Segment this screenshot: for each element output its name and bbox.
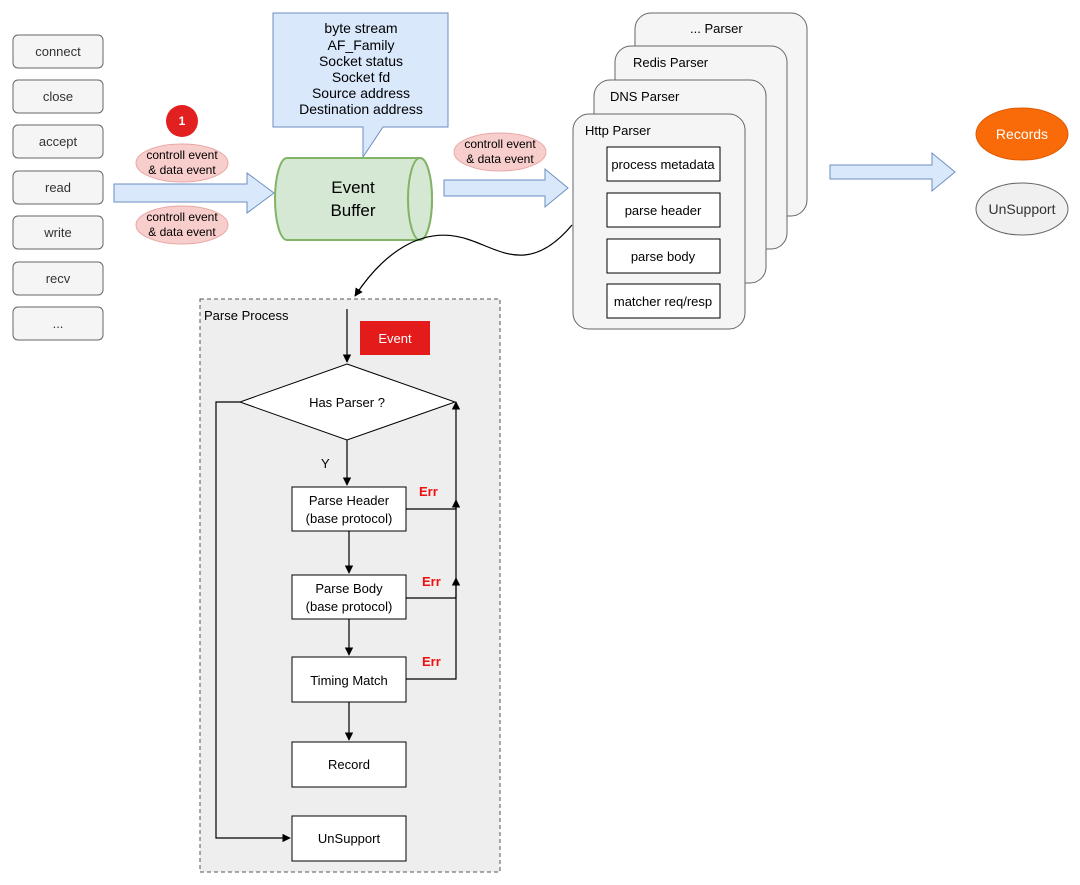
err-label-timing: Err (422, 654, 441, 669)
svg-text:matcher req/resp: matcher req/resp (614, 294, 712, 309)
svg-text:& data event: & data event (148, 225, 216, 239)
step-timing-match-label: Timing Match (310, 673, 388, 688)
step-parse-header-sublabel: (base protocol) (306, 511, 393, 526)
event-label-top: controll event & data event (135, 143, 229, 183)
output-unsupport-label: UnSupport (989, 201, 1056, 217)
svg-text:& data event: & data event (148, 163, 216, 177)
err-label-header: Err (419, 484, 438, 499)
event-badge: Event (360, 321, 430, 355)
svg-text:parse body: parse body (631, 249, 696, 264)
syscall-connect[interactable]: connect (12, 34, 104, 69)
connector-parsers-to-process (354, 224, 573, 297)
flow-err-body (406, 499, 461, 599)
svg-text:AF_Family: AF_Family (328, 37, 395, 53)
svg-text:Destination address: Destination address (299, 101, 423, 117)
err-label-body: Err (422, 574, 441, 589)
svg-text:Socket status: Socket status (319, 53, 403, 69)
parser-title-more: ... Parser (690, 21, 743, 36)
step-record-label: Record (328, 757, 370, 772)
step-parse-body-sublabel: (base protocol) (306, 599, 393, 614)
syscall-accept[interactable]: accept (12, 124, 104, 159)
parser-title-redis: Redis Parser (633, 55, 709, 70)
yes-label: Y (321, 456, 330, 471)
svg-text:1: 1 (179, 114, 186, 128)
arrow-parsers-to-outputs (829, 151, 956, 193)
step-unsupport-label: UnSupport (318, 831, 381, 846)
syscall-write[interactable]: write (12, 215, 104, 250)
decision-label: Has Parser ? (309, 395, 385, 410)
flow-err-timing (406, 577, 461, 680)
syscall-connect-label: connect (35, 44, 81, 59)
marker-1: 1 (166, 105, 198, 137)
parse-process-panel: Parse Process Event Has Parser ? Y Parse… (199, 298, 501, 873)
syscall-close-label: close (43, 89, 73, 104)
syscall-recv-label: recv (46, 271, 71, 286)
step-parse-header-label: Parse Header (309, 493, 390, 508)
syscall-read[interactable]: read (12, 170, 104, 205)
svg-text:Source address: Source address (312, 85, 410, 101)
event-label-bottom: controll event & data event (135, 205, 229, 245)
event-buffer-label-line1: Event (331, 178, 375, 197)
arrow-buffer-to-parsers (443, 167, 569, 209)
svg-text:parse header: parse header (625, 203, 702, 218)
svg-text:process metadata: process metadata (611, 157, 715, 172)
parser-stack: ... Parser Redis Parser DNS Parser Http … (572, 12, 808, 330)
syscall-recv[interactable]: recv (12, 261, 104, 296)
flow-err-header (406, 401, 461, 510)
step-parse-body[interactable]: Parse Body (base protocol) (291, 574, 407, 620)
flow-no-parser-to-unsupport (215, 401, 291, 843)
step-record[interactable]: Record (291, 741, 407, 788)
parser-title-dns: DNS Parser (610, 89, 680, 104)
svg-text:Event: Event (378, 331, 412, 346)
buffer-metadata-callout: byte stream AF_Family Socket status Sock… (272, 12, 449, 159)
step-parse-body-label: Parse Body (315, 581, 383, 596)
svg-text:& data event: & data event (466, 152, 534, 166)
http-step-process-metadata: process metadata (606, 146, 721, 182)
http-step-matcher: matcher req/resp (606, 283, 721, 319)
syscall-write-label: write (43, 225, 71, 240)
parser-title-http: Http Parser (585, 123, 651, 138)
svg-text:Socket fd: Socket fd (332, 69, 390, 85)
http-step-parse-body: parse body (606, 238, 721, 274)
svg-text:byte stream: byte stream (324, 20, 397, 36)
event-buffer[interactable]: Event Buffer (274, 157, 433, 241)
svg-text:controll event: controll event (146, 148, 218, 162)
syscall-close[interactable]: close (12, 79, 104, 114)
syscall-more[interactable]: ... (12, 306, 104, 341)
svg-text:controll event: controll event (464, 137, 536, 151)
step-unsupport[interactable]: UnSupport (291, 815, 407, 862)
syscall-list: connect close accept read write recv ... (12, 34, 104, 341)
step-parse-header[interactable]: Parse Header (base protocol) (291, 486, 407, 532)
step-timing-match[interactable]: Timing Match (291, 656, 407, 703)
event-label-to-parsers: controll event & data event (453, 132, 547, 172)
syscall-more-label: ... (53, 316, 64, 331)
output-unsupport[interactable]: UnSupport (975, 182, 1069, 236)
http-step-parse-header: parse header (606, 192, 721, 228)
arrow-syscalls-to-buffer (113, 172, 275, 214)
svg-text:controll event: controll event (146, 210, 218, 224)
event-buffer-label-line2: Buffer (330, 201, 375, 220)
output-records[interactable]: Records (975, 107, 1069, 161)
parse-process-title: Parse Process (204, 308, 289, 323)
output-records-label: Records (996, 126, 1048, 142)
syscall-accept-label: accept (39, 134, 78, 149)
syscall-read-label: read (45, 180, 71, 195)
